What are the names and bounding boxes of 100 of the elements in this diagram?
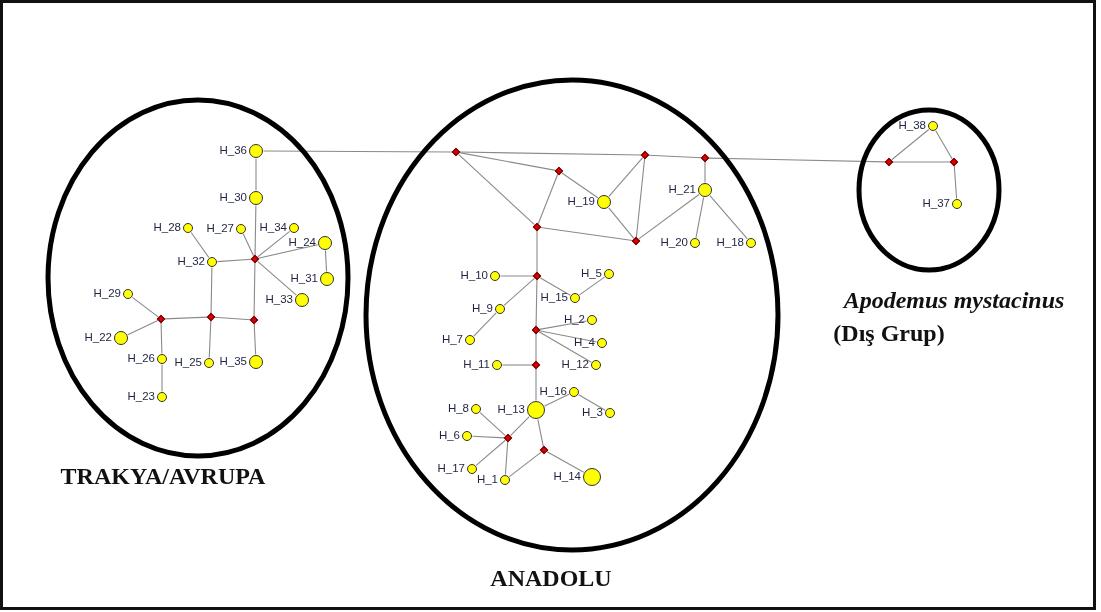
haplotype-circle <box>114 331 128 345</box>
network-link <box>127 319 159 336</box>
network-link <box>539 226 634 242</box>
network-link <box>504 440 509 476</box>
network-link <box>707 157 887 163</box>
haplotype-circle <box>462 431 472 441</box>
haplotype-label: H_36 <box>219 143 247 157</box>
network-link <box>262 150 454 153</box>
network-link <box>635 157 646 239</box>
network-link <box>538 330 598 343</box>
network-link <box>608 207 635 239</box>
network-link <box>647 154 703 159</box>
haplotype-circle <box>952 199 962 209</box>
haplotype-label: H_34 <box>259 220 287 234</box>
network-link <box>257 260 297 296</box>
haplotype-label: H_22 <box>84 330 112 344</box>
network-link <box>161 363 163 393</box>
network-link <box>473 312 497 337</box>
haplotype-circle <box>492 360 502 370</box>
network-link <box>536 229 538 274</box>
haplotype-label: H_24 <box>288 235 316 249</box>
haplotype-circle <box>123 289 133 299</box>
haplotype-circle <box>570 293 580 303</box>
haplotype-label: H_5 <box>580 266 602 280</box>
network-link <box>213 316 252 321</box>
network-link <box>242 233 255 257</box>
network-link <box>561 172 599 199</box>
haplotype-circle <box>605 408 615 418</box>
haplotype-circle <box>295 293 309 307</box>
haplotype-label: H_10 <box>460 268 488 282</box>
haplotype-label: H_25 <box>174 355 202 369</box>
haplotype-circle <box>490 271 500 281</box>
group-label: ANADOLU <box>490 564 612 592</box>
network-link <box>255 157 257 192</box>
haplotype-label: H_31 <box>290 271 318 285</box>
network-link <box>253 261 256 318</box>
network-link <box>578 276 606 296</box>
network-link <box>131 296 159 318</box>
haplotype-circle <box>318 236 332 250</box>
haplotype-label: H_16 <box>539 384 567 398</box>
network-link <box>935 130 953 160</box>
network-link <box>210 266 213 315</box>
network-link <box>254 204 257 257</box>
haplotype-circle <box>157 354 167 364</box>
network-link <box>535 332 537 363</box>
haplotype-label: H_29 <box>93 286 121 300</box>
haplotype-circle <box>591 360 601 370</box>
haplotype-label: H_17 <box>437 461 465 475</box>
haplotype-circle <box>249 144 263 158</box>
haplotype-label: H_1 <box>476 472 498 486</box>
haplotype-label: H_7 <box>441 332 463 346</box>
haplotype-label: H_2 <box>563 312 585 326</box>
haplotype-circle <box>690 238 700 248</box>
haplotype-circle <box>698 183 712 197</box>
network-link <box>539 277 571 296</box>
haplotype-circle <box>204 358 214 368</box>
network-link <box>535 367 537 402</box>
network-link <box>709 195 748 240</box>
network-link <box>544 393 570 407</box>
network-link <box>538 331 592 363</box>
network-link <box>503 277 535 306</box>
haplotype-circle <box>236 224 246 234</box>
network-link <box>475 439 506 466</box>
network-link <box>479 412 506 437</box>
haplotype-circle <box>183 223 193 233</box>
network-link <box>546 451 585 473</box>
haplotype-circle <box>583 468 601 486</box>
haplotype-circle <box>249 191 263 205</box>
haplotype-circle <box>604 269 614 279</box>
haplotype-circle <box>928 121 938 131</box>
network-link <box>163 316 209 320</box>
network-link <box>704 160 706 184</box>
group-label: Apodemus mystacinus <box>843 286 1065 314</box>
network-link <box>535 278 538 328</box>
haplotype-circle <box>569 387 579 397</box>
haplotype-circle <box>465 335 475 345</box>
haplotype-circle <box>500 475 510 485</box>
haplotype-circle <box>597 338 607 348</box>
group-sublabel: (Dış Grup) <box>833 319 945 347</box>
haplotype-circle <box>289 223 299 233</box>
network-link <box>537 173 559 225</box>
haplotype-label: H_27 <box>206 221 234 235</box>
haplotype-circle <box>746 238 756 248</box>
haplotype-label: H_21 <box>668 182 696 196</box>
haplotype-label: H_3 <box>581 405 603 419</box>
haplotype-circle <box>320 272 334 286</box>
network-link <box>471 435 506 439</box>
network-link <box>509 416 530 437</box>
network-link <box>458 153 535 226</box>
haplotype-circle <box>495 304 505 314</box>
haplotype-label: H_8 <box>447 401 469 415</box>
network-link <box>253 322 257 356</box>
network-link <box>257 230 291 258</box>
network-link <box>638 193 700 240</box>
haplotype-label: H_26 <box>127 351 155 365</box>
network-link <box>538 320 588 330</box>
network-link <box>324 249 328 273</box>
haplotype-label: H_12 <box>561 357 589 371</box>
haplotype-label: H_9 <box>471 301 493 315</box>
network-link <box>578 394 606 411</box>
